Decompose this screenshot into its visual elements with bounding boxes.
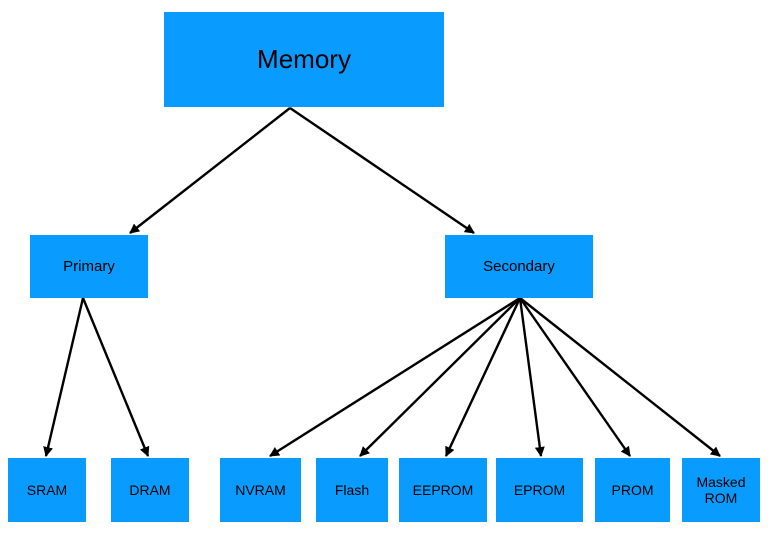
edge-primary-dram: [81, 297, 150, 457]
node-dram: DRAM: [111, 458, 189, 522]
edge-secondary-flash: [359, 297, 521, 457]
node-primary: Primary: [30, 235, 148, 298]
edge-secondary-eprom: [518, 297, 545, 457]
node-nvram: NVRAM: [220, 458, 301, 522]
node-eeprom: EEPROM: [399, 458, 487, 522]
node-masked-rom: Masked ROM: [682, 458, 760, 522]
node-eprom: EPROM: [496, 458, 583, 522]
edge-secondary-nvram: [269, 296, 521, 458]
node-memory: Memory: [164, 12, 444, 107]
edge-primary-sram: [43, 297, 85, 457]
node-prom: PROM: [595, 458, 670, 522]
edge-memory-primary: [129, 107, 291, 234]
edge-secondary-masked-rom: [519, 297, 721, 457]
edge-secondary-eeprom: [444, 297, 522, 457]
edge-memory-secondary: [289, 107, 475, 234]
node-secondary: Secondary: [445, 235, 593, 298]
node-sram: SRAM: [8, 458, 86, 522]
node-flash: Flash: [316, 458, 388, 522]
edge-secondary-prom: [519, 297, 631, 457]
